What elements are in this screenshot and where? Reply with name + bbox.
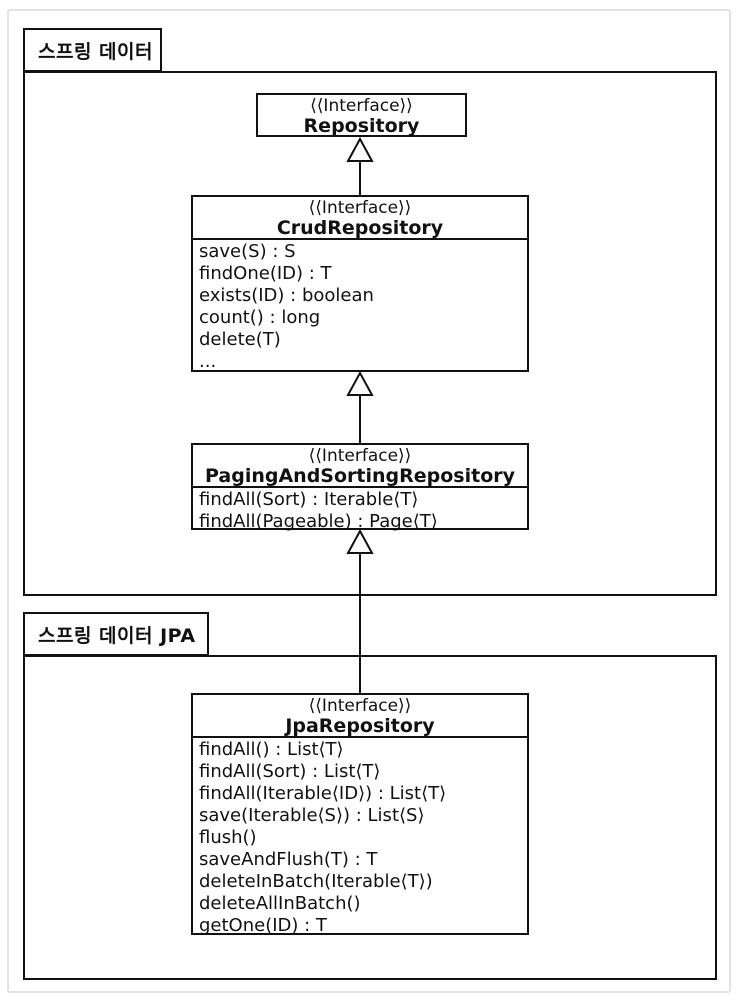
outer-frame <box>7 9 731 993</box>
class-name: PagingAndSortingRepository <box>204 465 516 487</box>
method-row: save(S) : S <box>199 241 296 262</box>
class-box-jparepository: ⟨⟨Interface⟩⟩ JpaRepository findAll() : … <box>191 693 529 937</box>
class-name: CrudRepository <box>276 217 444 239</box>
class-methods-jparepository: findAll() : List⟨T⟩findAll(Sort) : List⟨… <box>193 738 527 937</box>
method-row: delete(T) <box>199 329 281 350</box>
method-row: findAll(Sort) : Iterable⟨T⟩ <box>199 489 419 510</box>
method-row: findAll() : List⟨T⟩ <box>199 739 344 760</box>
method-row: findAll(Iterable⟨ID⟩) : List⟨T⟩ <box>199 783 447 804</box>
method-row: getOne(ID) : T <box>199 915 327 936</box>
class-header-crudrepository: ⟨⟨Interface⟩⟩ CrudRepository <box>193 197 527 240</box>
method-row: exists(ID) : boolean <box>199 285 374 306</box>
method-row: flush() <box>199 827 257 848</box>
method-row: count() : long <box>199 307 321 328</box>
method-row: save(Iterable⟨S⟩) : List⟨S⟩ <box>199 805 425 826</box>
class-box-pagingandsortingrepository: ⟨⟨Interface⟩⟩ PagingAndSortingRepository… <box>191 443 529 533</box>
class-stereotype: ⟨⟨Interface⟩⟩ <box>310 96 413 116</box>
class-stereotype: ⟨⟨Interface⟩⟩ <box>308 198 412 218</box>
class-stereotype: ⟨⟨Interface⟩⟩ <box>308 446 412 466</box>
method-row: deleteInBatch(Iterable⟨T⟩) <box>199 871 433 892</box>
class-methods-pagingandsortingrepository: findAll(Sort) : Iterable⟨T⟩findAll(Pagea… <box>193 488 527 533</box>
class-box-crudrepository: ⟨⟨Interface⟩⟩ CrudRepository save(S) : S… <box>191 195 529 372</box>
method-row: findOne(ID) : T <box>199 263 332 284</box>
class-header-repository: ⟨⟨Interface⟩⟩ Repository <box>258 95 465 136</box>
method-row: ... <box>199 351 217 372</box>
class-box-repository: ⟨⟨Interface⟩⟩ Repository <box>256 93 467 137</box>
method-row: findAll(Sort) : List⟨T⟩ <box>199 761 381 782</box>
method-row: findAll(Pageable) : Page⟨T⟩ <box>199 511 438 532</box>
method-row: saveAndFlush(T) : T <box>199 849 378 870</box>
class-name: Repository <box>303 115 420 137</box>
package-label-spring-data-jpa: 스프링 데이터 JPA <box>38 624 196 647</box>
package-tab-spring-data-jpa: 스프링 데이터 JPA <box>23 612 209 656</box>
package-label-spring-data: 스프링 데이터 <box>38 40 153 63</box>
class-header-pagingandsortingrepository: ⟨⟨Interface⟩⟩ PagingAndSortingRepository <box>193 445 527 488</box>
package-tab-spring-data: 스프링 데이터 <box>23 28 162 72</box>
class-header-jparepository: ⟨⟨Interface⟩⟩ JpaRepository <box>193 695 527 738</box>
method-row: deleteAllInBatch() <box>199 893 361 914</box>
class-name: JpaRepository <box>285 715 435 737</box>
class-stereotype: ⟨⟨Interface⟩⟩ <box>308 696 412 716</box>
